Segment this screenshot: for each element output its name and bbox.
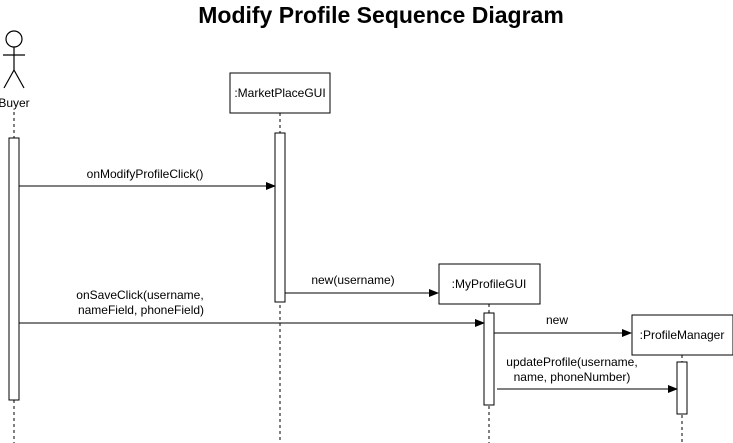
participant-label: :ProfileManager xyxy=(640,328,725,342)
actor-buyer: Buyer xyxy=(0,30,30,110)
participant-myprofile: :MyProfileGUI xyxy=(438,263,541,305)
message-save-click: onSaveClick(username, nameField, phoneFi… xyxy=(19,288,485,327)
diagram-title: Modify Profile Sequence Diagram xyxy=(198,2,564,28)
message-label: onModifyProfileClick() xyxy=(87,167,204,181)
message-label: name, phoneNumber) xyxy=(514,370,631,384)
message-label: nameField, phoneField) xyxy=(78,303,204,317)
message-modify-profile-click: onModifyProfileClick() xyxy=(19,167,276,190)
message-label: new(username) xyxy=(311,273,394,287)
activation-marketplace xyxy=(274,132,286,303)
message-new: new xyxy=(494,313,632,337)
message-label: new xyxy=(546,313,568,327)
stick-figure-icon xyxy=(3,30,25,89)
activation-profilemanager xyxy=(676,361,688,415)
participant-profilemanager: :ProfileManager xyxy=(631,314,733,356)
activation-myprofile xyxy=(483,312,495,406)
participant-marketplace: :MarketPlaceGUI xyxy=(229,72,331,114)
activation-buyer xyxy=(8,137,20,401)
actor-label: Buyer xyxy=(0,96,30,110)
participant-label: :MyProfileGUI xyxy=(452,277,527,291)
message-new-username: new(username) xyxy=(285,273,439,297)
participant-label: :MarketPlaceGUI xyxy=(234,86,325,100)
message-update-profile: updateProfile(username, name, phoneNumbe… xyxy=(497,355,678,393)
message-label: updateProfile(username, xyxy=(506,355,637,369)
message-label: onSaveClick(username, xyxy=(76,288,203,302)
